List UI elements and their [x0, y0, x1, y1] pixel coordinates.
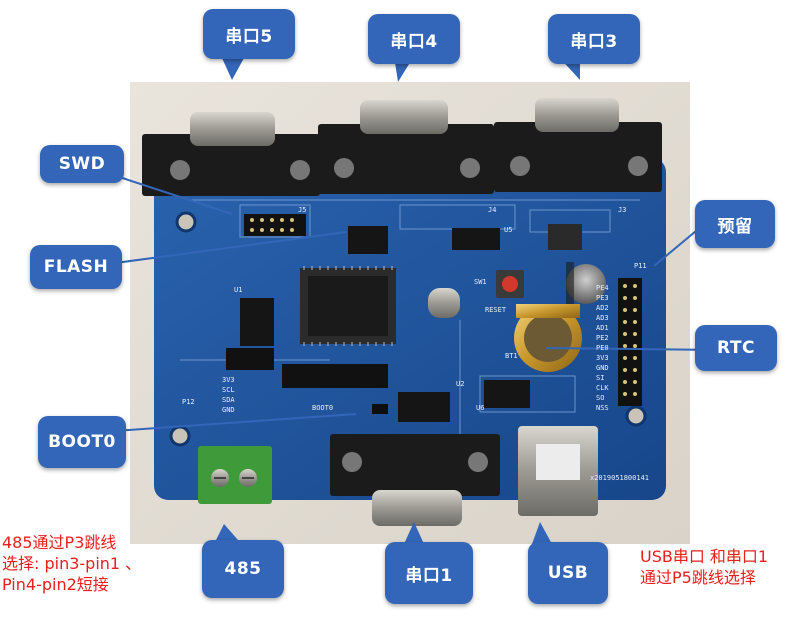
callout-port3: 串口3 [548, 14, 640, 64]
pin-label: PE3 [596, 294, 609, 302]
reserved-pointer [653, 225, 703, 267]
silk-u6: U6 [476, 404, 484, 412]
terminal-block-485 [198, 446, 272, 504]
mcu-chip [300, 266, 396, 346]
capacitor [566, 262, 606, 306]
silk-u5: U5 [504, 226, 512, 234]
note-485-line-1: 485通过P3跳线 [2, 533, 117, 552]
silk-j3: J3 [618, 206, 626, 214]
header-middle [282, 364, 388, 388]
left-pin-label: 3V3 [222, 376, 235, 384]
silk-reset: RESET [485, 306, 507, 314]
silk-bt1: BT1 [505, 352, 518, 360]
left-pin-label: SDA [222, 396, 235, 404]
callout-flash: FLASH [30, 245, 122, 289]
db9-connector-3 [494, 98, 662, 192]
pin-label: AD3 [596, 314, 609, 322]
callout-reserved: 预留 [695, 200, 775, 248]
u1-chip [240, 298, 274, 346]
u2-chip [398, 392, 450, 422]
port1-tail [404, 522, 424, 544]
note-usb-line-2: 通过P5跳线选择 [640, 568, 756, 587]
regulator [548, 224, 582, 250]
boot-jumper [372, 404, 388, 414]
port5-tail [222, 58, 244, 80]
silk-p11: P11 [634, 262, 647, 270]
header-left [226, 348, 274, 370]
reset-button-component [496, 270, 524, 298]
pin-label: NSS [596, 404, 609, 412]
left-pin-label: SCL [222, 386, 235, 394]
boot0-pointer [99, 413, 357, 433]
db9-connector-1 [330, 434, 500, 526]
silk-u1: U1 [234, 286, 242, 294]
u6-chip [484, 380, 530, 408]
silk-j4: J4 [488, 206, 496, 214]
callout-usb: USB [528, 542, 608, 604]
pin-label: GND [596, 364, 609, 372]
callout-port4: 串口4 [368, 14, 460, 64]
rs485-tail [216, 524, 238, 540]
note-485-line-2: 选择: pin3-pin1 、 [2, 554, 142, 573]
silk-u2: U2 [456, 380, 464, 388]
pin-label: PE2 [596, 334, 609, 342]
flash-pointer [107, 231, 347, 265]
pin-label: SO [596, 394, 604, 402]
pin-label: PE0 [596, 344, 609, 352]
swd-header [244, 214, 306, 236]
note-usb-line-1: USB串口 和串口1 [640, 547, 769, 566]
silk-j5: J5 [298, 206, 306, 214]
pin-label: CLK [596, 384, 609, 392]
note-usb: USB串口 和串口1 通过P5跳线选择 [640, 546, 768, 588]
note-485: 485通过P3跳线 选择: pin3-pin1 、 Pin4-pin2短接 [2, 532, 141, 595]
pin-label: 3V3 [596, 354, 609, 362]
u5-chip [452, 228, 500, 250]
silk-serial: x2019051800141 [590, 474, 649, 482]
callout-port1: 串口1 [385, 542, 473, 604]
pin-label: PE4 [596, 284, 609, 292]
db9-connector-4 [318, 100, 494, 194]
pcb [154, 158, 666, 500]
callout-boot0: BOOT0 [38, 416, 126, 468]
usb-tail [532, 522, 552, 544]
crystal [428, 288, 460, 318]
note-485-line-3: Pin4-pin2短接 [2, 575, 109, 594]
rtc-pointer [545, 347, 721, 351]
pin-label: AD2 [596, 304, 609, 312]
db9-connector-5 [142, 112, 320, 196]
silk-boot0: BOOT0 [312, 404, 333, 412]
header-p11 [618, 278, 642, 406]
silk-p12: P12 [182, 398, 195, 406]
flash-chip [348, 226, 388, 254]
callout-485: 485 [202, 540, 284, 598]
callout-rtc: RTC [695, 325, 777, 371]
callout-port5: 串口5 [203, 9, 295, 59]
rtc-battery-holder [514, 304, 582, 372]
usb-b-connector [518, 426, 598, 516]
left-pin-label: GND [222, 406, 235, 414]
silk-sw1: SW1 [474, 278, 487, 286]
pin-label: SI [596, 374, 604, 382]
callout-swd: SWD [40, 145, 124, 183]
pin-label: AD1 [596, 324, 609, 332]
